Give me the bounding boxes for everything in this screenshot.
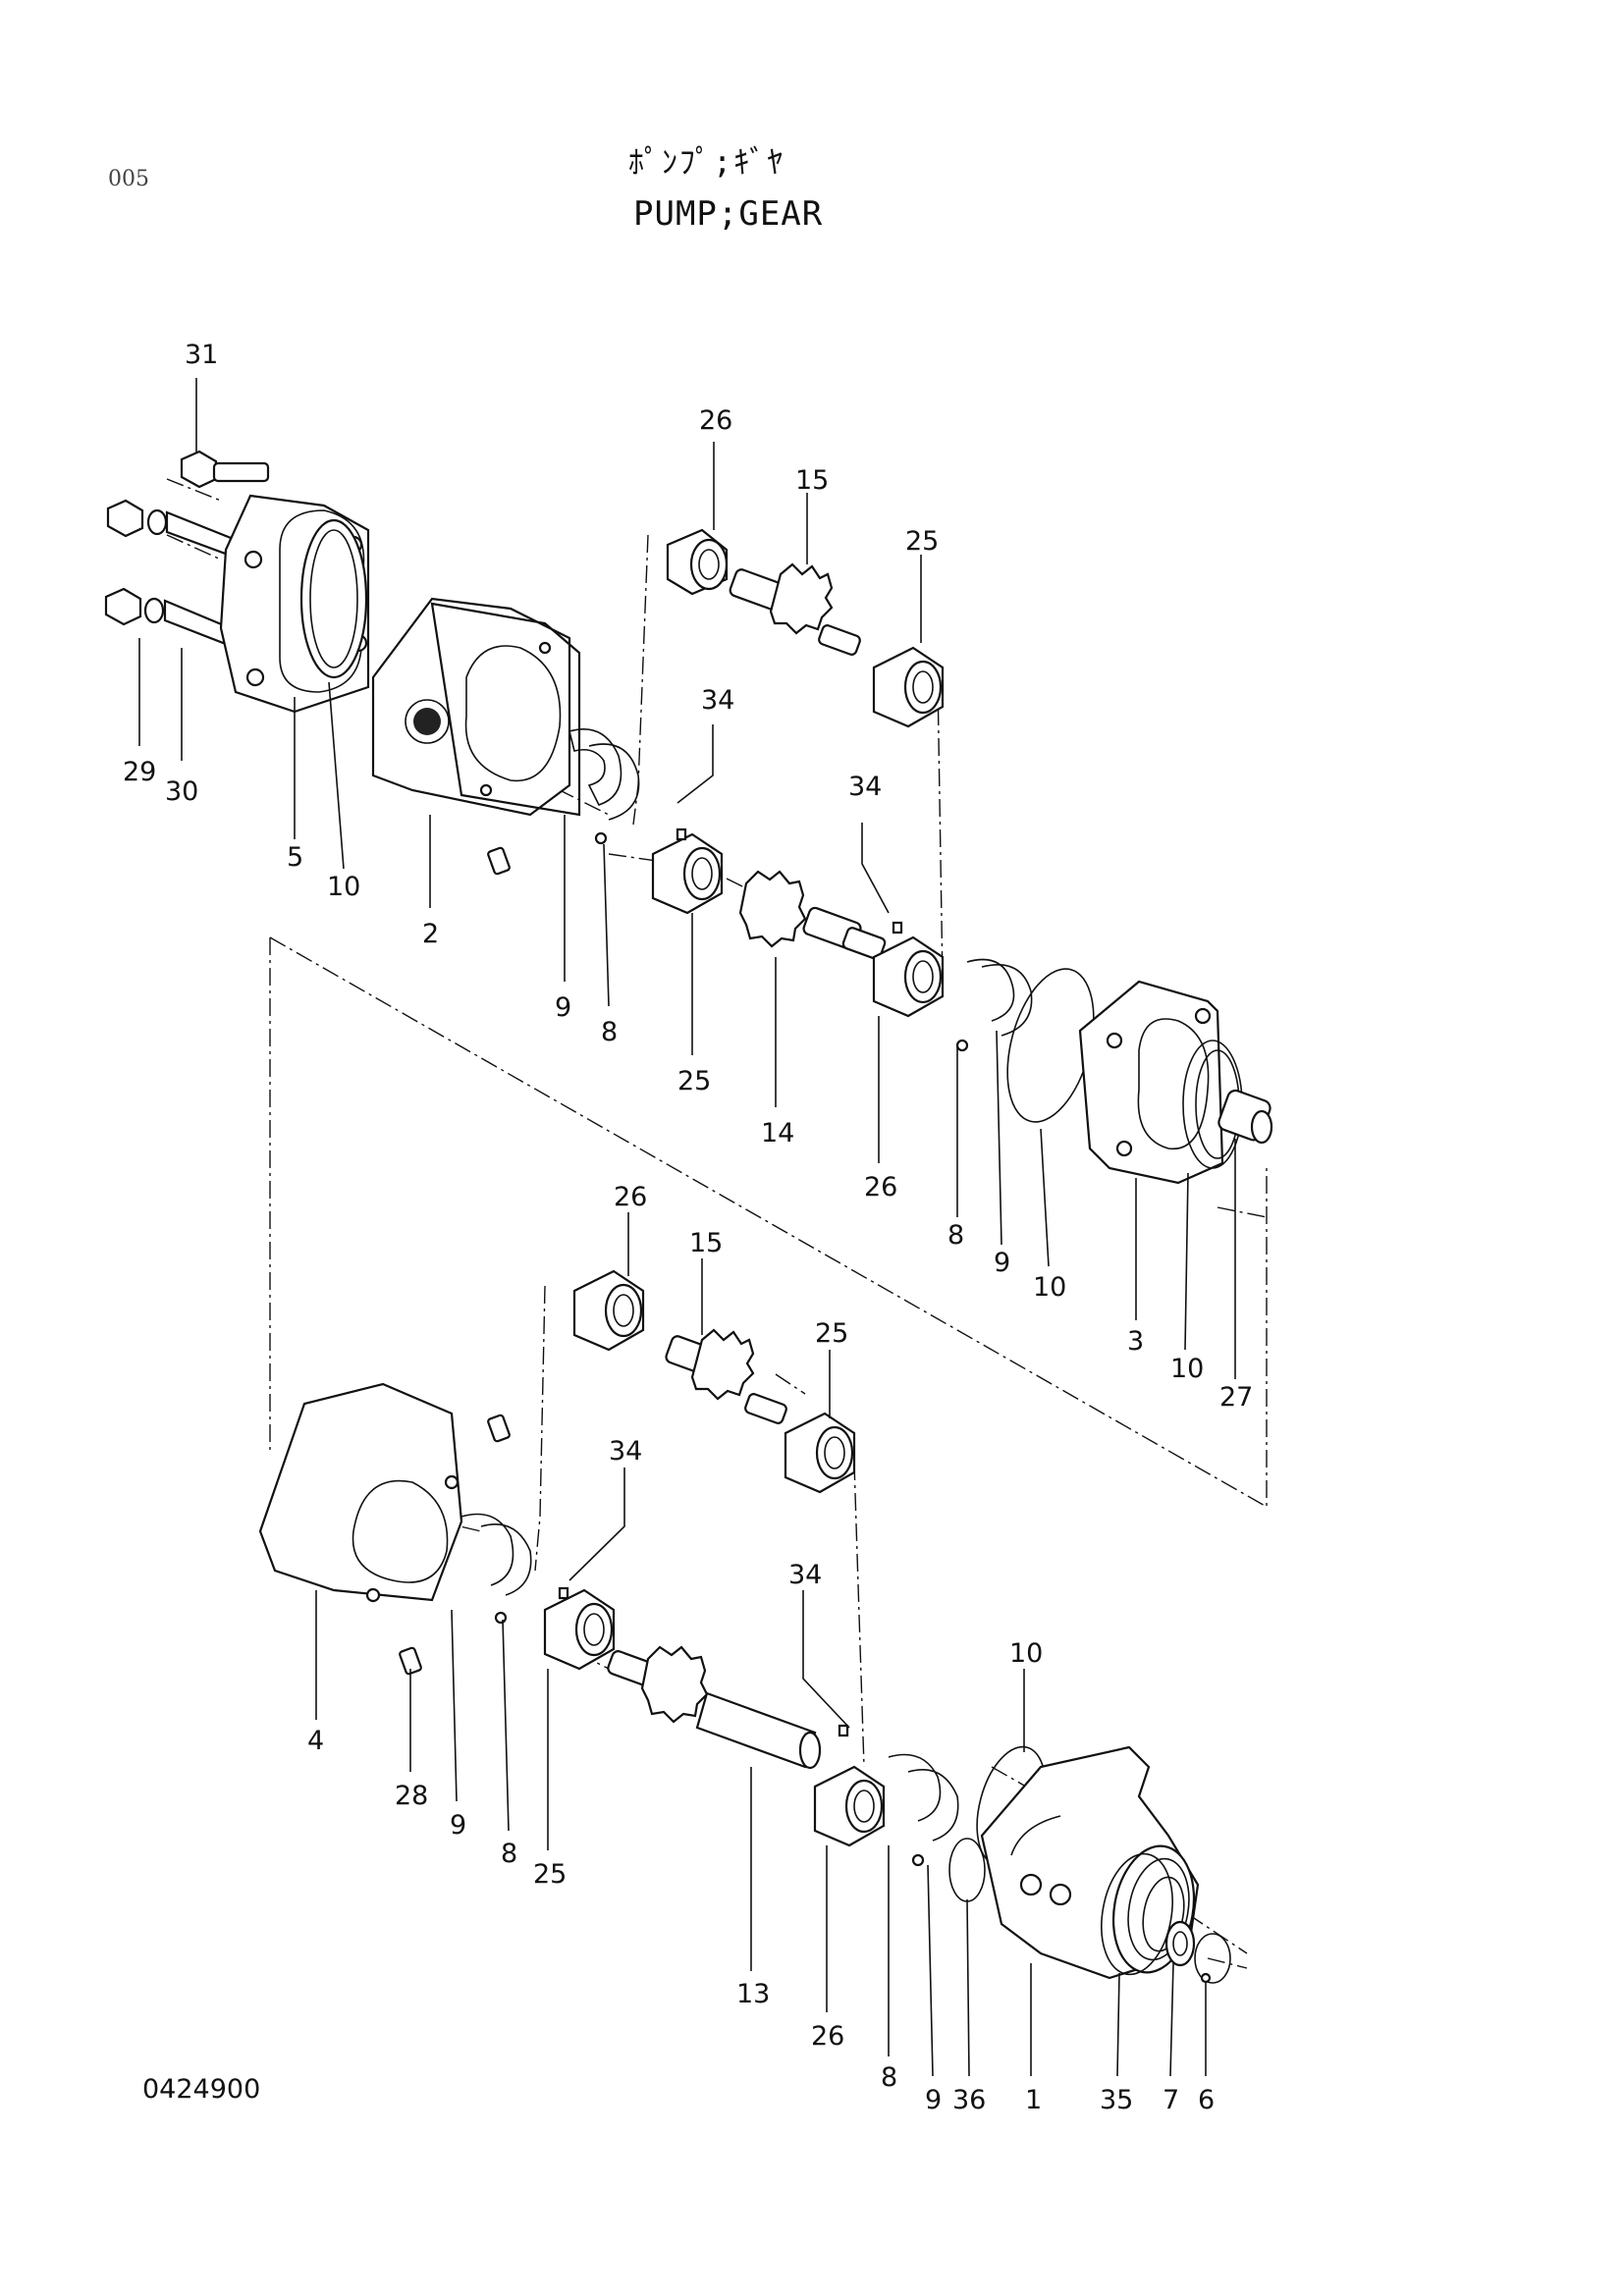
seal-plate-upper-right: [955, 958, 1033, 1052]
callout-25: 25: [533, 1859, 567, 1890]
rear-cover-part-5: [219, 494, 370, 714]
callout-9: 9: [925, 2085, 942, 2115]
callout-34: 34: [848, 772, 882, 802]
callout-labels: 31 29 30 5 10 2 26 15 25 34 9 8 25 14 34…: [123, 340, 1253, 2115]
seal-plate-upper-left: [568, 727, 640, 845]
callout-26: 26: [614, 1182, 647, 1212]
gear-part-15-upper: [729, 562, 861, 656]
callout-1: 1: [1025, 2085, 1042, 2115]
callout-8: 8: [601, 1017, 618, 1047]
callout-26: 26: [811, 2021, 844, 2052]
bearing-part-25-lower-top: [784, 1412, 856, 1494]
seal-rings-35-7-6: [1101, 1852, 1248, 1984]
housing-part-4: [258, 1382, 511, 1676]
bearing-part-26-mid: [872, 921, 945, 1018]
housing-part-2: [371, 597, 581, 876]
title-japanese: ﾎﾟﾝﾌﾟ;ｷﾞﾔ: [628, 143, 785, 181]
callout-35: 35: [1100, 2085, 1133, 2115]
callout-34: 34: [788, 1560, 822, 1590]
callout-10: 10: [327, 872, 360, 902]
callout-8: 8: [881, 2062, 897, 2093]
callout-9: 9: [994, 1248, 1010, 1278]
callout-34: 34: [609, 1436, 642, 1467]
title-english: PUMP;GEAR: [633, 194, 824, 234]
callout-26: 26: [699, 405, 732, 436]
callout-34: 34: [701, 685, 734, 716]
bearing-part-25-lower: [543, 1586, 616, 1671]
callout-29: 29: [123, 757, 156, 787]
callout-10: 10: [1170, 1354, 1204, 1384]
callout-26: 26: [864, 1172, 897, 1202]
flange-part-3: [1078, 980, 1273, 1185]
callout-7: 7: [1163, 2085, 1179, 2115]
bearing-part-25-upper: [872, 646, 945, 728]
gear-part-15-lower: [665, 1328, 787, 1424]
callout-25: 25: [815, 1318, 848, 1349]
bearing-part-25-mid: [651, 828, 724, 915]
callout-15: 15: [795, 465, 829, 496]
bearing-part-26-upper: [666, 528, 729, 596]
seal-plate-lower-left: [460, 1513, 532, 1625]
callout-3: 3: [1127, 1326, 1144, 1357]
seal-plate-lower-right: [888, 1753, 959, 1867]
drawing-number: 0424900: [142, 2074, 261, 2105]
callout-28: 28: [395, 1781, 428, 1811]
callout-31: 31: [185, 340, 218, 370]
callout-8: 8: [501, 1839, 517, 1869]
leader-lines: [138, 378, 1236, 2077]
front-cover-part-1: [980, 1745, 1200, 1980]
callout-8: 8: [947, 1220, 964, 1251]
callout-10: 10: [1009, 1638, 1043, 1669]
drive-shaft-part-13: [607, 1645, 822, 1770]
callout-30: 30: [165, 776, 198, 807]
callout-27: 27: [1219, 1382, 1253, 1413]
callout-36: 36: [952, 2085, 986, 2115]
callout-13: 13: [736, 1979, 770, 2009]
callout-14: 14: [761, 1118, 794, 1148]
callout-6: 6: [1198, 2085, 1215, 2115]
page-number: 005: [108, 167, 149, 191]
callout-4: 4: [307, 1726, 324, 1756]
callout-2: 2: [422, 919, 439, 949]
bearing-part-26-lower: [572, 1269, 645, 1352]
callout-9: 9: [450, 1810, 466, 1841]
bearing-part-26-lower-bottom: [813, 1724, 886, 1847]
callout-15: 15: [689, 1228, 723, 1258]
callout-9: 9: [555, 992, 571, 1023]
callout-10: 10: [1033, 1272, 1066, 1303]
callout-5: 5: [287, 842, 303, 873]
callout-25: 25: [677, 1066, 711, 1096]
callout-25: 25: [905, 526, 939, 557]
gear-part-14: [738, 870, 887, 960]
